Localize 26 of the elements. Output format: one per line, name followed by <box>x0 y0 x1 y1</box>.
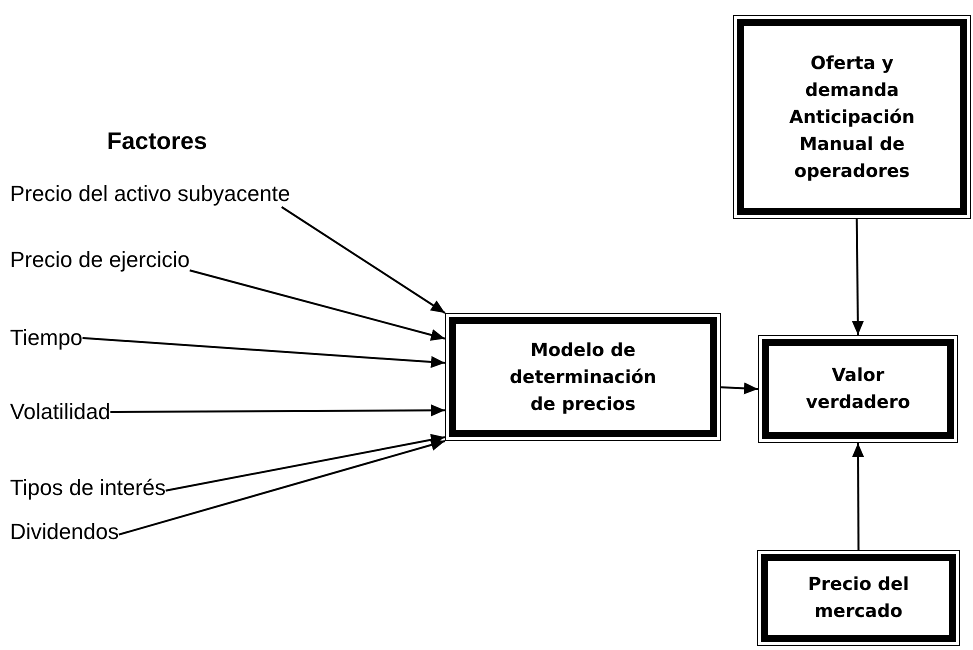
factor-label: Tiempo <box>10 325 83 351</box>
box-label: Modelo de determinación de precios <box>508 338 658 416</box>
arrow <box>852 443 864 550</box>
box-label: Oferta y demanda <box>804 52 900 102</box>
arrow <box>720 382 758 394</box>
arrow <box>110 404 445 416</box>
factor-label: Volatilidad <box>10 399 110 425</box>
process-box <box>445 313 721 441</box>
box-label: Anticipación <box>788 106 916 130</box>
arrow <box>166 434 446 492</box>
box-label: Manual de operadores <box>793 132 911 184</box>
box-label: Valor verdadero <box>804 364 912 415</box>
arrow <box>118 439 446 536</box>
process-box <box>757 550 960 646</box>
arrow <box>190 269 446 341</box>
arrow <box>82 337 446 368</box>
arrow <box>281 206 446 314</box>
process-box <box>733 15 971 219</box>
factor-label: Precio de ejercicio <box>10 247 190 273</box>
arrow <box>852 218 864 336</box>
factor-label: Precio del activo subyacente <box>10 181 290 207</box>
factor-label: Tipos de interés <box>10 475 166 501</box>
process-box <box>758 335 958 443</box>
factor-label: Dividendos <box>10 519 119 545</box>
heading: Factores <box>107 128 208 156</box>
box-label: Precio del mercado <box>806 573 910 624</box>
